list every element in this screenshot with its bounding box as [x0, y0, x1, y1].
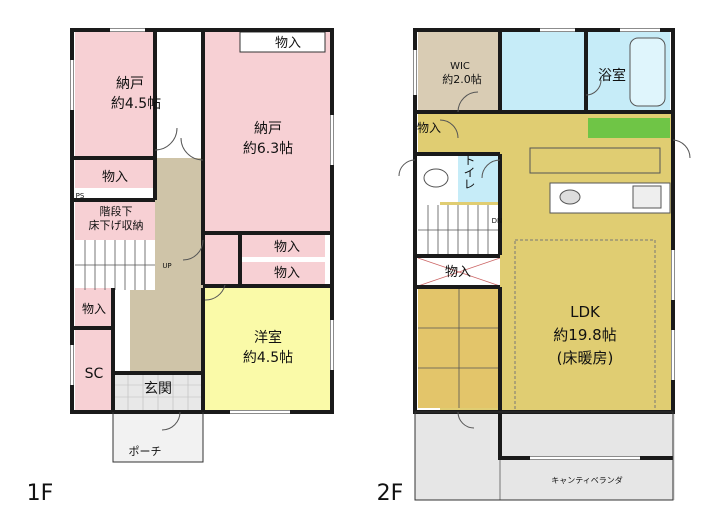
- ldk-size: 約19.8帖: [553, 326, 616, 344]
- sc-label: SC: [85, 366, 104, 382]
- room-western: [205, 288, 330, 410]
- room-nando-63: [205, 32, 330, 232]
- storage-2f-left: [418, 112, 440, 154]
- ldk-name: LDK: [570, 303, 601, 321]
- storage-small-label: 物入: [82, 302, 106, 316]
- storage-mid2: [240, 262, 325, 284]
- green-counter: [588, 118, 670, 138]
- floor-2f: WIC 約2.0帖 浴室 物入 トイレ 物入 LDK 約19.8帖 (床暖房) …: [377, 28, 691, 506]
- storage-2f-mid-label: 物入: [445, 265, 471, 280]
- toilet-icon: [423, 168, 449, 188]
- floor-1f: 納戸 約4.5帖 納戸 約6.3帖 物入 物入 階段下 床下げ収納 物入 物入 …: [27, 28, 334, 506]
- wic-size: 約2.0帖: [442, 72, 482, 86]
- nando1-size: 約4.5帖: [111, 96, 161, 112]
- storage-left: [75, 158, 155, 188]
- room-wic: [418, 32, 498, 112]
- floor-1f-label: 1F: [27, 481, 54, 506]
- storage-mid1-label: 物入: [274, 240, 300, 255]
- wic-name: WIC: [450, 61, 470, 72]
- island-counter: [529, 147, 661, 174]
- windows-1f: [70, 28, 334, 414]
- dn-label: DN: [492, 217, 503, 225]
- nando1-name: 納戸: [116, 76, 144, 92]
- western-name: 洋室: [254, 329, 282, 346]
- doors-1f: [154, 127, 226, 431]
- storage-x-mark: [417, 257, 501, 287]
- tatami-lines: [418, 288, 500, 408]
- storage-top-label: 物入: [275, 36, 301, 51]
- storage-mid1: [240, 235, 325, 257]
- floor-2f-label: 2F: [377, 481, 404, 506]
- nando2-size: 約6.3帖: [243, 141, 293, 157]
- entrance-tiles: [113, 373, 203, 410]
- doors-2f: [398, 79, 691, 429]
- hall-landing: [130, 290, 155, 375]
- bath-label: 浴室: [598, 67, 626, 84]
- pink-small: [205, 235, 240, 285]
- room-sc: [75, 330, 113, 410]
- up-label: UP: [162, 262, 171, 270]
- storage-2f-left-label: 物入: [417, 121, 441, 135]
- stair-storage-line2: 床下げ収納: [89, 218, 144, 232]
- ldk-note: (床暖房): [557, 349, 614, 367]
- room-nando-45: [75, 32, 155, 157]
- porch-label: ポーチ: [129, 445, 162, 458]
- stair-treads-1f: [75, 240, 155, 290]
- veranda-label: キャンティベランダ: [551, 475, 623, 485]
- nando2-name: 納戸: [254, 121, 282, 137]
- bathtub-icon: [629, 37, 666, 107]
- western-size: 約4.5帖: [243, 350, 293, 366]
- hallway-1f: [155, 158, 203, 373]
- porch-lines: [112, 412, 204, 463]
- storage-left-label: 物入: [102, 170, 128, 185]
- stair-storage: [75, 200, 155, 240]
- stove-icon: [632, 185, 662, 209]
- windows-2f: [413, 28, 675, 460]
- room-washroom: [500, 32, 585, 112]
- storage-mid2-label: 物入: [274, 266, 300, 281]
- toilet-label: トイレ: [462, 154, 476, 190]
- stair-treads-2f: [418, 205, 500, 255]
- sink-icon: [559, 189, 581, 205]
- stair-storage-line1: 階段下: [100, 204, 133, 218]
- veranda-outline: [414, 411, 674, 501]
- entrance-label: 玄関: [144, 380, 172, 397]
- ps-label: PS: [76, 192, 85, 200]
- storage-small: [75, 288, 113, 326]
